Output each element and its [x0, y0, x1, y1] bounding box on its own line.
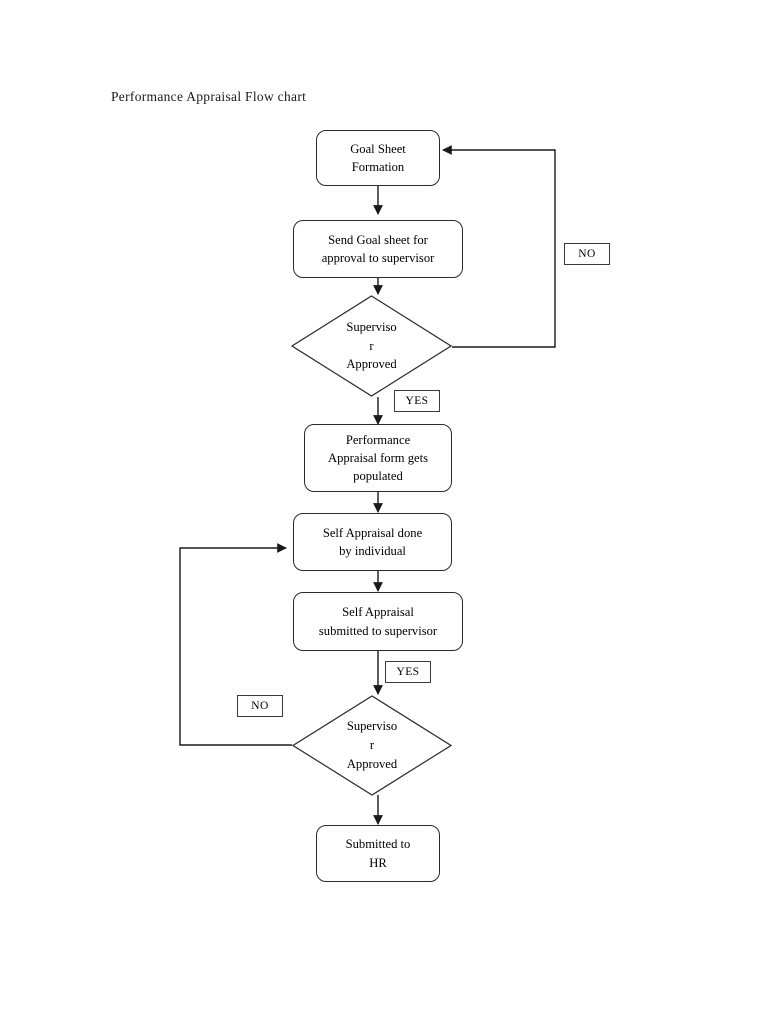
node-supervisor-approved-2[interactable]: Superviso r Approved — [292, 695, 452, 796]
diamond-shape-2 — [292, 695, 452, 796]
node-submitted-to-hr-line-1: Submitted to — [345, 837, 411, 852]
node-performance-appraisal-form-populated[interactable]: Performance Appraisal form gets populate… — [304, 424, 452, 492]
edge-label-yes-2: YES — [385, 661, 431, 683]
node-send-goal-sheet-line-1: Send Goal sheet for — [328, 232, 428, 247]
node-performance-form-line-2: Appraisal form gets — [327, 450, 429, 465]
node-goal-sheet-formation[interactable]: Goal Sheet Formation — [316, 130, 440, 186]
node-goal-sheet-formation-line-1: Goal Sheet — [350, 141, 406, 156]
node-self-appraisal-done-line-2: by individual — [339, 544, 406, 558]
node-send-goal-sheet-for-approval[interactable]: Send Goal sheet for approval to supervis… — [293, 220, 463, 278]
edge-label-no-1: NO — [564, 243, 610, 265]
page-title: Performance Appraisal Flow chart — [111, 89, 307, 104]
node-performance-form-line-3: populated — [353, 469, 403, 484]
node-self-appraisal-submitted-line-1: Self Appraisal — [342, 605, 414, 620]
node-self-appraisal-submitted-to-supervisor[interactable]: Self Appraisal submitted to supervisor — [293, 592, 463, 651]
node-performance-form-line-1: Performance — [345, 432, 411, 447]
edge-label-yes-1: YES — [394, 390, 440, 412]
node-goal-sheet-formation-line-2: Formation — [351, 160, 405, 174]
node-self-appraisal-done-by-individual[interactable]: Self Appraisal done by individual — [293, 513, 452, 571]
diamond-shape-1 — [291, 295, 452, 397]
node-send-goal-sheet-line-2: approval to supervisor — [321, 251, 435, 265]
node-self-appraisal-done-line-1: Self Appraisal done — [322, 525, 423, 540]
node-self-appraisal-submitted-line-2: submitted to supervisor — [318, 623, 438, 638]
node-supervisor-approved-1[interactable]: Superviso r Approved — [291, 295, 452, 397]
edge-label-no-2: NO — [237, 695, 283, 717]
node-submitted-to-hr[interactable]: Submitted to HR — [316, 825, 440, 882]
node-submitted-to-hr-line-2: HR — [369, 855, 387, 870]
